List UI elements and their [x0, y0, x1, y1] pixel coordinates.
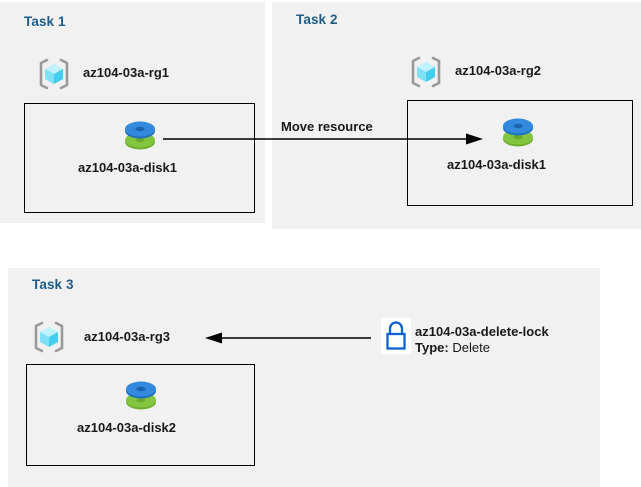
task-2-title: Task 2	[296, 12, 338, 27]
delete-lock-arrow	[205, 332, 371, 344]
managed-disk-icon	[119, 113, 161, 155]
disk-3-label: az104-03a-disk2	[77, 420, 177, 435]
task-2-resource-box	[407, 100, 633, 206]
task-3-title: Task 3	[32, 277, 74, 292]
resource-group-3-label: az104-03a-rg3	[84, 329, 170, 344]
managed-disk-icon	[497, 110, 539, 152]
resource-group-1-label: az104-03a-rg1	[83, 65, 169, 80]
delete-lock-type-value: Delete	[452, 340, 490, 355]
resource-group-icon	[37, 57, 71, 91]
lock-icon	[381, 318, 411, 354]
disk-2-label: az104-03a-disk1	[447, 157, 547, 172]
task-1-title: Task 1	[24, 14, 66, 29]
resource-group-icon	[32, 320, 66, 354]
task-1-resource-box	[24, 103, 255, 213]
move-resource-arrow	[163, 133, 483, 145]
resource-group-2-label: az104-03a-rg2	[455, 63, 541, 78]
task-3-resource-box	[26, 364, 255, 466]
managed-disk-icon	[120, 373, 162, 415]
disk-1-label: az104-03a-disk1	[78, 160, 178, 175]
move-resource-label: Move resource	[281, 119, 373, 134]
delete-lock-type-key: Type:	[415, 340, 449, 355]
delete-lock-type-row: Type: Delete	[415, 340, 490, 355]
delete-lock-name: az104-03a-delete-lock	[415, 324, 549, 339]
resource-group-icon	[409, 55, 443, 89]
